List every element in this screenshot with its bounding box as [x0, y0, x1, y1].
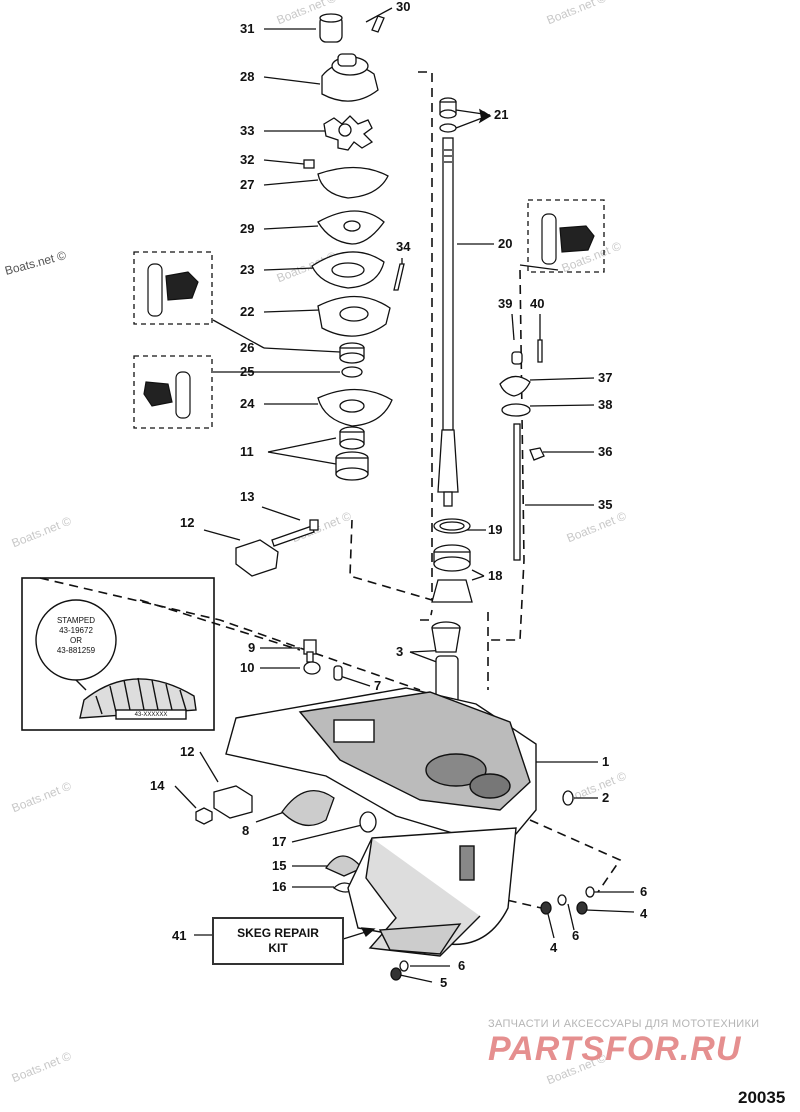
callout-31: 31	[240, 21, 255, 36]
skeg-line-1: SKEG REPAIR	[237, 926, 319, 940]
callout-27: 27	[240, 177, 255, 192]
callout-18: 18	[488, 568, 503, 583]
callout-30: 30	[396, 0, 411, 14]
callout-19: 19	[488, 522, 503, 537]
callout-33: 33	[240, 123, 255, 138]
callout-10: 10	[240, 660, 255, 675]
callout-6: 6	[458, 958, 466, 973]
brand-tagline: ЗАПЧАСТИ И АКСЕССУАРЫ ДЛЯ МОТОТЕХНИКИ	[488, 1018, 760, 1030]
callout-1: 1	[602, 754, 610, 769]
callout-8: 8	[242, 823, 250, 838]
brand-logo: PARTSFOR.RU	[488, 1030, 742, 1068]
diagram-number: 20035	[738, 1088, 786, 1107]
callout-4: 4	[640, 906, 648, 921]
callout-5: 5	[440, 975, 448, 990]
stamp-line-3: OR	[70, 636, 82, 645]
callout-6: 6	[640, 884, 648, 899]
callout-28: 28	[240, 69, 255, 84]
stamp-line-1: STAMPED	[56, 616, 96, 625]
skeg-line-2: KIT	[268, 941, 288, 955]
callout-35: 35	[598, 497, 613, 512]
callout-32: 32	[240, 152, 255, 167]
callout-23: 23	[240, 262, 255, 277]
callout-24: 24	[240, 396, 255, 411]
callout-40: 40	[530, 296, 545, 311]
callout-25: 25	[240, 364, 255, 379]
callout-37: 37	[598, 370, 613, 385]
callout-29: 29	[240, 221, 255, 236]
callout-39: 39	[498, 296, 513, 311]
callout-15: 15	[272, 858, 287, 873]
callout-2: 2	[602, 790, 610, 805]
callout-20: 20	[498, 236, 513, 251]
callout-4: 4	[550, 940, 558, 955]
callout-7: 7	[374, 678, 382, 693]
callout-12: 12	[180, 515, 195, 530]
callout-16: 16	[272, 879, 287, 894]
callout-26: 26	[240, 340, 255, 355]
callout-22: 22	[240, 304, 255, 319]
callout-9: 9	[248, 640, 256, 655]
callout-36: 36	[598, 444, 613, 459]
callout-17: 17	[272, 834, 287, 849]
callout-6: 6	[572, 928, 580, 943]
callout-11: 11	[240, 444, 254, 459]
callout-13: 13	[240, 489, 255, 504]
stamp-note: STAMPED 43-19672 OR 43-881259	[40, 616, 112, 656]
callout-21: 21	[494, 107, 509, 122]
callout-3: 3	[396, 644, 404, 659]
stamp-line-4: 43-881259	[56, 646, 96, 655]
callout-41: 41	[172, 928, 187, 943]
callout-34: 34	[396, 239, 411, 254]
callout-38: 38	[598, 397, 613, 412]
callout-14: 14	[150, 778, 165, 793]
stamp-line-2: 43-19672	[59, 626, 93, 635]
callout-12: 12	[180, 744, 195, 759]
stamp-part-tag: 43-XXXXXX	[134, 712, 168, 718]
skeg-repair-kit-box: SKEG REPAIR KIT	[212, 917, 344, 965]
